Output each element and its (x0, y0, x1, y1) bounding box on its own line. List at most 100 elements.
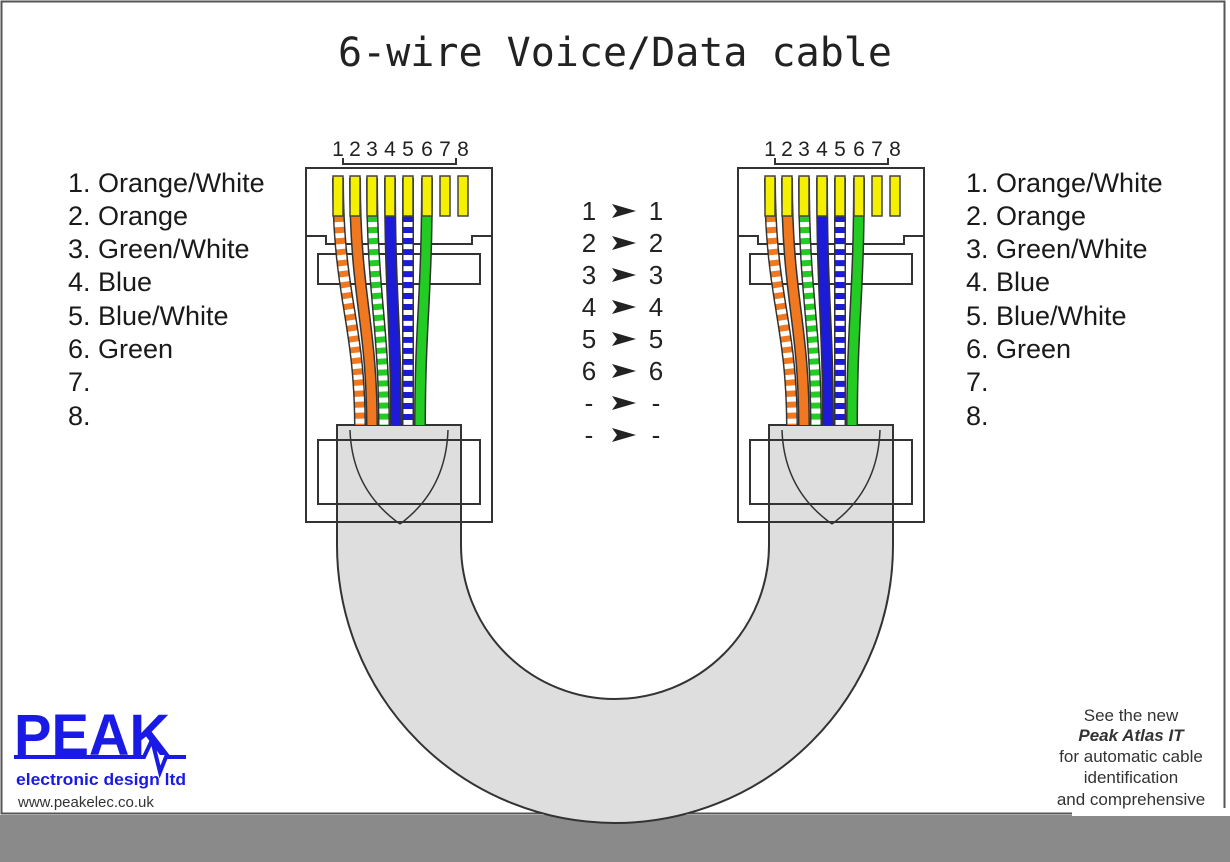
pin-list-right: 1. Orange/White 2. Orange 3. Green/White… (966, 168, 1163, 431)
mapping-row: 6 6 (582, 356, 663, 386)
pin-label: 1. Orange/White (966, 168, 1163, 198)
pin-label: 2. Orange (966, 201, 1086, 231)
pin-label: 8. (68, 401, 91, 431)
connector-right: 1 2 3 4 5 6 7 8 (737, 138, 925, 523)
contact-pin-7 (439, 175, 451, 217)
logo-url: www.peakelec.co.uk (17, 794, 154, 811)
mapping-to: 1 (649, 196, 663, 226)
pin-numbers-right: 1 2 3 4 5 6 7 8 (764, 138, 901, 161)
pin-label: 4. Blue (966, 267, 1050, 297)
wire-pin-6 (415, 177, 432, 425)
pin-label: 6. Green (68, 334, 173, 364)
mapping-from: 4 (582, 292, 596, 322)
pin-label: 5. Blue/White (966, 301, 1127, 331)
mapping-row: 3 3 (582, 260, 663, 290)
wire-pin-3 (367, 177, 389, 425)
plug-body-right (737, 167, 925, 523)
arrow-icon (612, 396, 636, 410)
wire-pin-2 (782, 177, 809, 425)
promo-product: Peak Atlas IT (1078, 726, 1185, 745)
cable-edge-right (781, 429, 833, 525)
promo-line: and comprehensive (1057, 790, 1205, 809)
mapping-to: 3 (649, 260, 663, 290)
promo-line: See the new (1084, 706, 1179, 725)
arrow-icon (612, 268, 636, 282)
wire-pin-1 (333, 177, 365, 425)
contact-pin-6 (853, 175, 865, 217)
pin-label: 7. (966, 367, 989, 397)
pin-number: 3 (798, 138, 810, 161)
pin-number: 1 (332, 138, 344, 161)
mapping-to: 6 (649, 356, 663, 386)
wire-pin-4 (817, 177, 833, 425)
pin-number: 5 (834, 138, 846, 161)
wire-bundle-right (764, 177, 865, 425)
mapping-to: 5 (649, 324, 663, 354)
cable-edge-left-inner (399, 429, 449, 525)
pin-number: 8 (889, 138, 901, 161)
peak-logo: PEAK electronic design ltd www.peakelec.… (14, 703, 186, 811)
wire-pin-2 (350, 177, 377, 425)
pin-label: 2. Orange (68, 201, 188, 231)
mapping-to: 4 (649, 292, 663, 322)
contact-pin-3 (366, 175, 378, 217)
mapping-from: - (585, 420, 594, 450)
pin-number: 7 (439, 138, 451, 161)
cable-edge-left (349, 429, 401, 525)
wire-pin-6 (847, 177, 864, 425)
wire-pin-4 (385, 177, 401, 425)
plug-nose-right (737, 168, 925, 245)
mapping-row: - - (585, 388, 661, 418)
pin-number: 4 (384, 138, 396, 161)
mapping-to: 2 (649, 228, 663, 258)
logo-tagline: electronic design ltd (16, 770, 186, 789)
contact-pin-5 (402, 175, 414, 217)
mapping-from: 3 (582, 260, 596, 290)
promo-text: See the new Peak Atlas IT for automatic … (1057, 706, 1205, 809)
wire-pin-3 (799, 177, 821, 425)
arrow-icon (612, 300, 636, 314)
pin-label: 1. Orange/White (68, 168, 265, 198)
plug-body-left (305, 167, 493, 523)
pin-number: 3 (366, 138, 378, 161)
mapping-to: - (652, 388, 661, 418)
mapping-row: 5 5 (582, 324, 663, 354)
pin-number: 5 (402, 138, 414, 161)
pin-bracket-right (774, 158, 889, 165)
pin-mapping: 1 1 2 2 3 3 4 4 5 5 6 6 - (582, 196, 663, 450)
arrow-icon (612, 428, 636, 442)
plug-strain-relief-right (749, 439, 913, 505)
contacts-right (764, 175, 901, 217)
contact-pin-8 (457, 175, 469, 217)
pin-number: 6 (853, 138, 865, 161)
arrow-icon (612, 332, 636, 346)
pin-number: 2 (349, 138, 361, 161)
pin-number: 1 (764, 138, 776, 161)
promo-line: identification (1084, 768, 1179, 787)
mapping-from: 2 (582, 228, 596, 258)
promo-overhang (1072, 808, 1230, 816)
arrow-icon (612, 204, 636, 218)
contact-pin-1 (764, 175, 776, 217)
arrow-icon (612, 236, 636, 250)
contact-pin-5 (834, 175, 846, 217)
contacts-left (332, 175, 469, 217)
pin-bracket-left (342, 158, 457, 165)
pin-label: 4. Blue (68, 267, 152, 297)
pin-numbers-left: 1 2 3 4 5 6 7 8 (332, 138, 469, 161)
pin-list-left: 1. Orange/White 2. Orange 3. Green/White… (68, 168, 265, 431)
mapping-from: 5 (582, 324, 596, 354)
contact-pin-4 (816, 175, 828, 217)
pin-label: 8. (966, 401, 989, 431)
wire-pin-1 (765, 177, 797, 425)
pin-label: 3. Green/White (966, 234, 1148, 264)
logo-pulse-icon (14, 734, 186, 779)
diagram-title: 6-wire Voice/Data cable (338, 30, 892, 76)
mapping-from: - (585, 388, 594, 418)
contact-pin-2 (781, 175, 793, 217)
contact-pin-8 (889, 175, 901, 217)
pin-label: 7. (68, 367, 91, 397)
connector-left: 1 2 3 4 5 6 7 8 (305, 138, 493, 523)
mapping-row: 4 4 (582, 292, 663, 322)
